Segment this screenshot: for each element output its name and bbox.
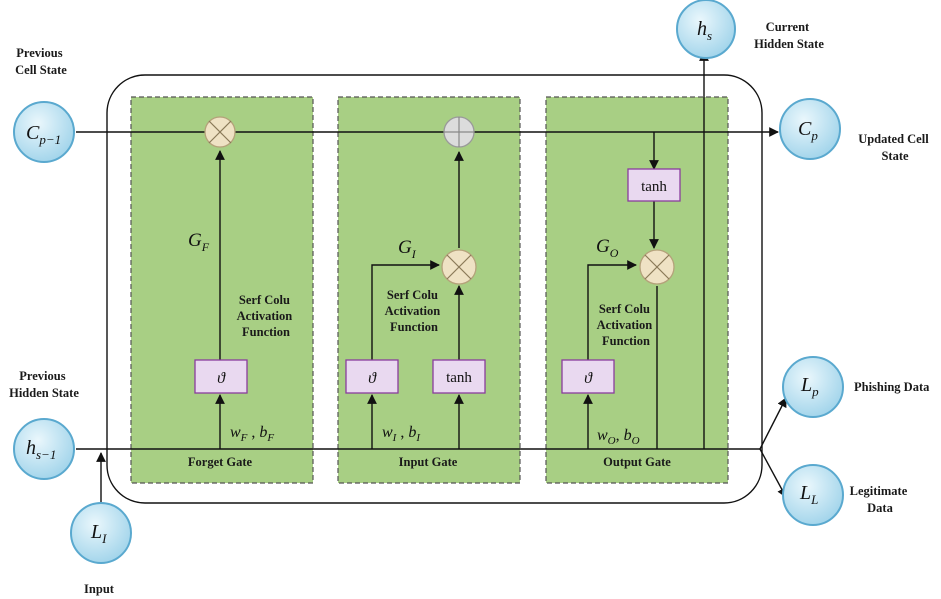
input-gate-title: Input Gate [399,455,458,469]
label-previous-hidden-state: Previous Hidden State [9,369,79,400]
output-gate-signal: GO [596,236,619,260]
lstm-cell-boundary [106,74,763,504]
forget-weights: wF , bF [230,424,274,444]
label-input: Input [84,582,115,596]
forget-sigma-symbol: ϑ [217,370,226,387]
node-c-prev: Cp−1 [13,101,75,163]
forget-multiply-op [204,116,236,148]
node-h-prev: hs−1 [13,418,75,480]
input-gate-signal: GI [398,237,417,261]
forget-activation-label: Serf Colu Activation Function [237,293,296,339]
label-previous-cell-state: Previous Cell State [15,46,67,77]
svg-text:Cp−1: Cp−1 [26,122,61,147]
input-tanh-box: tanh [432,359,486,394]
input-sigma-box: ϑ [345,359,399,394]
forget-gate-signal: GF [188,230,210,254]
output-tanh-label: tanh [641,179,667,195]
label-phishing-data: Phishing Data [854,380,930,394]
input-weights: wI , bI [382,424,421,444]
input-multiply-op [441,249,477,285]
svg-text:hs−1: hs−1 [26,437,56,462]
forget-gate-title: Forget Gate [188,455,253,469]
svg-text:LI: LI [90,521,107,546]
label-updated-cell-state: Updated Cell State [858,132,932,163]
output-sigma-symbol: ϑ [584,370,593,387]
cell-add-op [443,116,475,148]
svg-text:LL: LL [799,482,818,507]
input-gate-panel [337,96,521,484]
node-c-p: Cp [779,98,841,160]
output-weights: wO, bO [597,427,640,447]
node-l-i: LI [70,502,132,564]
node-l-l: LL [782,464,844,526]
output-multiply-op [639,249,675,285]
svg-text:hs: hs [697,18,712,43]
node-l-p: Lp [782,356,844,418]
output-sigma-box: ϑ [561,359,615,394]
node-h-s: hs [676,0,736,59]
output-gate-title: Output Gate [603,455,671,469]
output-gate-panel [545,96,729,484]
forget-gate-panel [130,96,314,484]
label-current-hidden-state: Current Hidden State [754,20,824,51]
output-tanh-box: tanh [627,168,681,202]
svg-text:Cp: Cp [798,118,818,143]
svg-text:Lp: Lp [800,374,819,399]
forget-sigma-box: ϑ [194,359,248,394]
output-activation-label: Serf Colu Activation Function [597,302,656,348]
label-legitimate-data: Legitimate Data [850,484,911,515]
input-activation-label: Serf Colu Activation Function [385,288,444,334]
input-tanh-label: tanh [446,370,472,386]
input-sigma-symbol: ϑ [368,370,377,387]
